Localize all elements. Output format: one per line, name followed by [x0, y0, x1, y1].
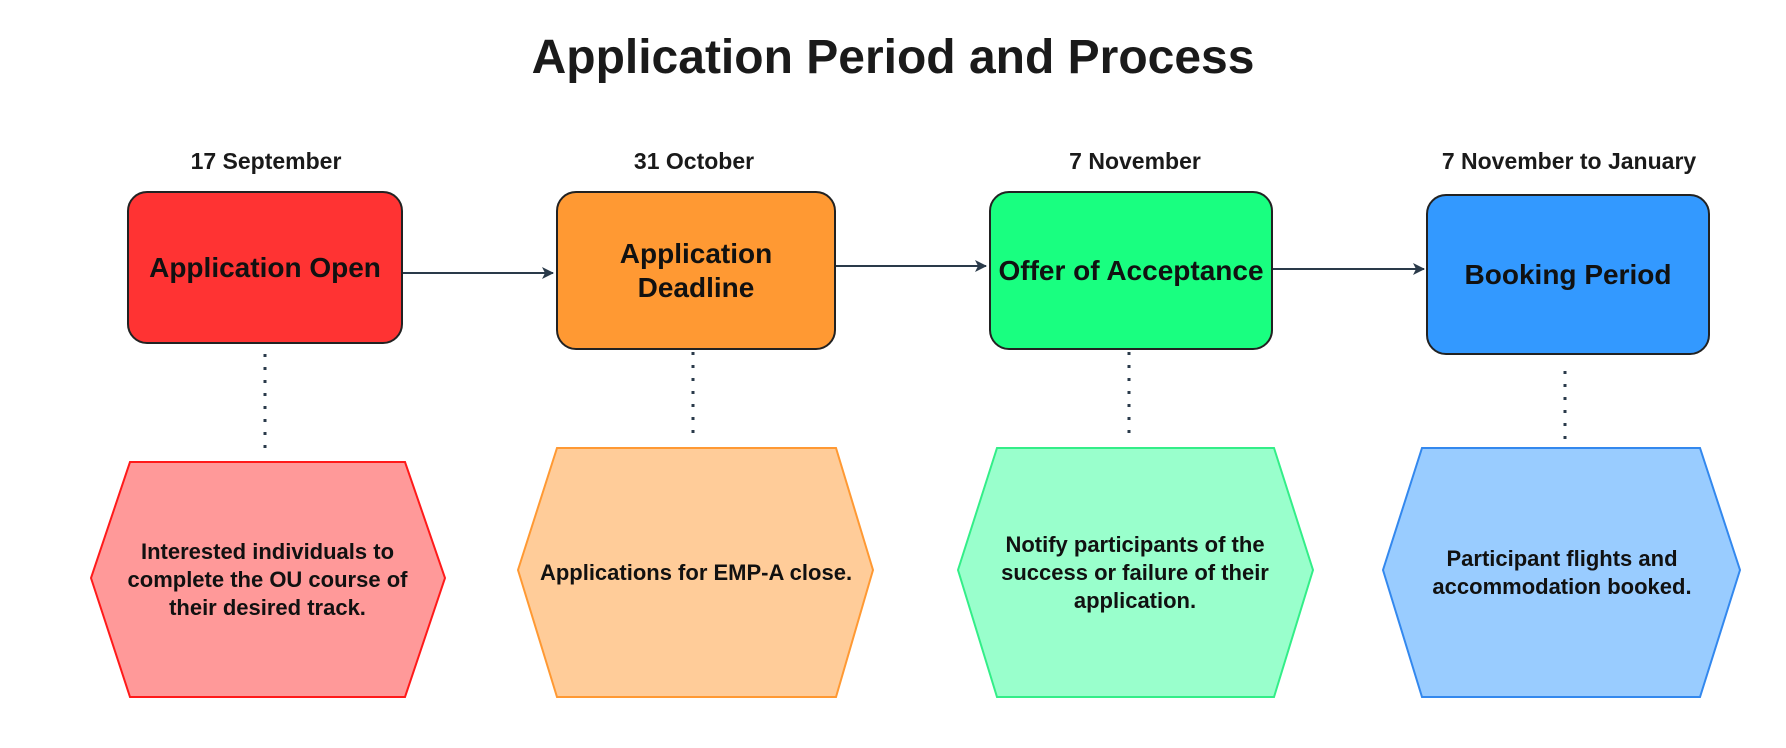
stage-1-label: Application Open — [149, 251, 381, 283]
stage-1-box: Application Open — [127, 191, 403, 344]
stage-2-description-text: Applications for EMP-A close. — [539, 559, 853, 585]
stage-3-hexagon — [956, 447, 1315, 698]
stage-4-box: Booking Period — [1426, 194, 1710, 355]
stage-2-date: 31 October — [633, 148, 755, 174]
stage-4-label: Booking Period — [1464, 258, 1672, 290]
stage-1-description: Interested individuals to complete the O… — [100, 462, 435, 697]
stage-4-date: 7 November to January — [1441, 148, 1697, 174]
stage-1-description-text: Interested individuals to complete the O… — [127, 538, 408, 620]
stage-4-description-text: Participant flights and accommodation bo… — [1432, 545, 1692, 599]
stage-3-box: Offer of Acceptance — [989, 191, 1273, 350]
stage-2-description: Applications for EMP-A close. — [520, 448, 872, 697]
stage-3-description-text: Notify participants of the success or fa… — [1001, 531, 1269, 613]
stage-1-hexagon — [89, 461, 447, 698]
stage-4-description: Participant flights and accommodation bo… — [1392, 448, 1732, 697]
stage-3-date: 7 November — [1069, 148, 1201, 174]
diagram-title: Application Period and Process — [531, 31, 1255, 84]
stage-3-description: Notify participants of the success or fa… — [965, 448, 1305, 697]
stage-2-label: Application Deadline — [619, 237, 773, 303]
stage-2-box: Application Deadline — [556, 191, 836, 350]
stage-1-date: 17 September — [190, 148, 342, 174]
stage-4-hexagon — [1381, 447, 1742, 698]
stage-3-label: Offer of Acceptance — [998, 254, 1264, 286]
stage-2-hexagon — [516, 447, 875, 698]
